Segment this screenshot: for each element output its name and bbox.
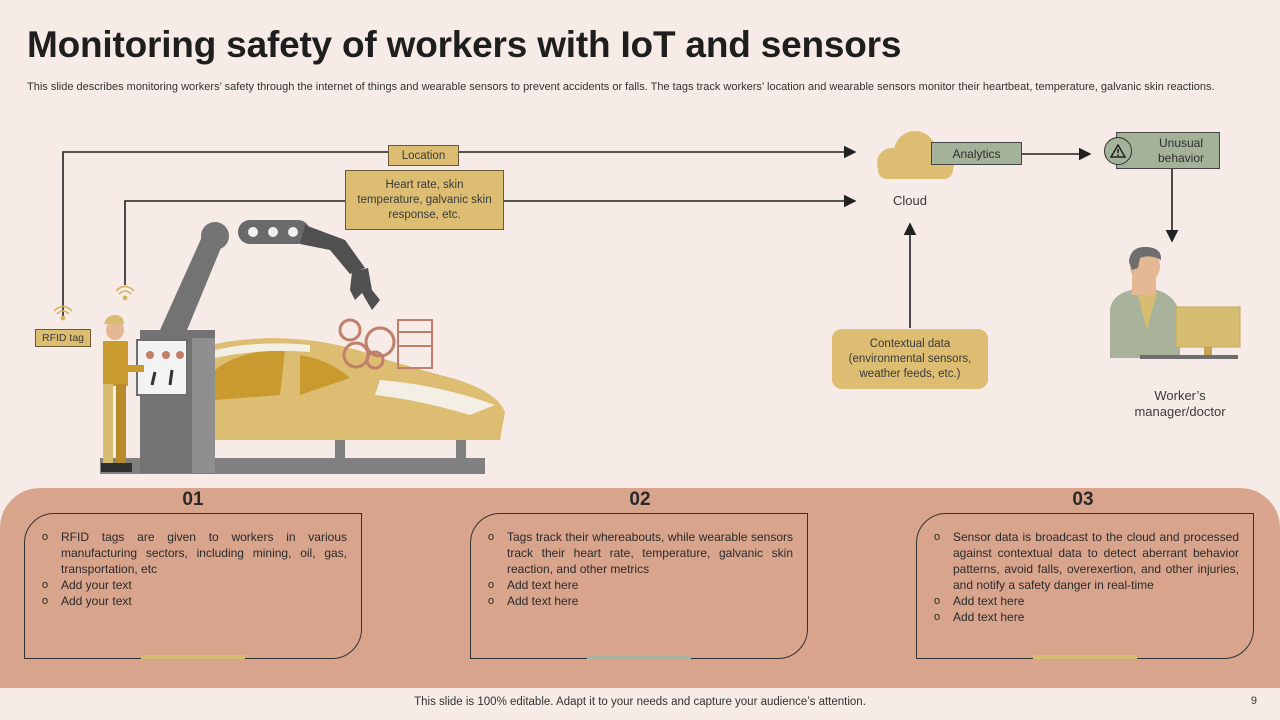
worker-illustration [101, 315, 144, 472]
card-accent-bar [1033, 655, 1137, 659]
location-label: Location [388, 145, 459, 166]
list-item: RFID tags are given to workers in variou… [42, 529, 347, 577]
list-item: Add text here [934, 609, 1239, 625]
contextual-data-label: Contextual data (environmental sensors, … [832, 329, 988, 389]
analytics-label: Analytics [931, 142, 1022, 165]
footer-note: This slide is 100% editable. Adapt it to… [414, 696, 866, 708]
manager-illustration [1110, 246, 1241, 359]
page-number: 9 [1250, 695, 1257, 707]
step-number: 03 [1072, 489, 1094, 510]
step-card-1: RFID tags are given to workers in variou… [24, 513, 362, 659]
step-number: 01 [182, 489, 204, 510]
rfid-tag-label: RFID tag [35, 329, 91, 347]
card-accent-bar [587, 655, 691, 659]
iot-diagram [53, 131, 1241, 474]
unusual-behavior-label: Unusual behavior [1157, 135, 1205, 165]
list-item: Add your text [42, 577, 347, 593]
connector-lines [62, 145, 1179, 328]
cloud-label: Cloud [893, 193, 927, 208]
vitals-label: Heart rate, skin temperature, galvanic s… [345, 170, 504, 230]
control-panel-illustration [136, 330, 215, 473]
warning-icon [1104, 137, 1132, 165]
step-card-3: Sensor data is broadcast to the cloud an… [916, 513, 1254, 659]
step-card-2: Tags track their whereabouts, while wear… [470, 513, 808, 659]
slide-subtitle: This slide describes monitoring workers’… [27, 81, 1215, 93]
list-item: Add text here [934, 593, 1239, 609]
list-item: Add text here [488, 577, 793, 593]
unusual-behavior-box: Unusual behavior [1104, 132, 1220, 169]
step-number: 02 [629, 489, 651, 510]
list-item: Sensor data is broadcast to the cloud an… [934, 529, 1239, 593]
card-accent-bar [141, 655, 245, 659]
list-item: Add text here [488, 593, 793, 609]
list-item: Add your text [42, 593, 347, 609]
list-item: Tags track their whereabouts, while wear… [488, 529, 793, 577]
wifi-icon [53, 285, 135, 321]
car-body-illustration [150, 338, 505, 440]
slide-title: Monitoring safety of workers with IoT an… [27, 24, 902, 65]
manager-label: Worker’s manager/doctor [1134, 388, 1226, 419]
engine-illustration [338, 318, 433, 370]
